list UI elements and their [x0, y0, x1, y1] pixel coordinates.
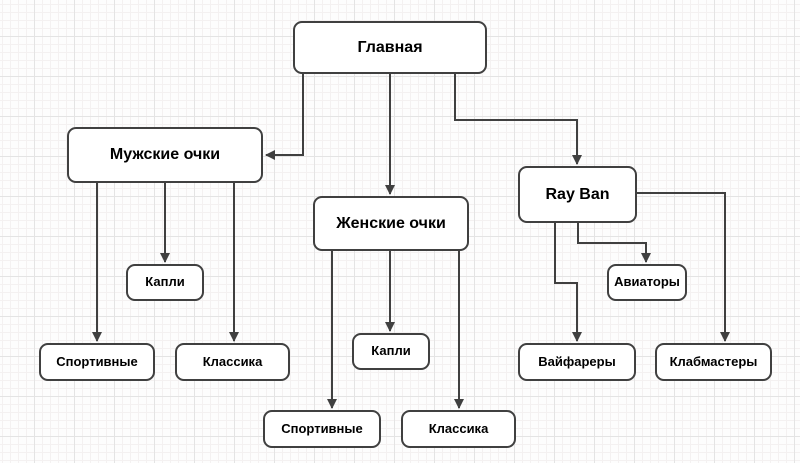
edge-rayban-klabmastery [637, 192, 730, 342]
node-label: Спортивные [281, 420, 363, 436]
node-label: Спортивные [56, 353, 138, 369]
node-sportivnye-muzhskie[interactable]: Спортивные [39, 343, 155, 381]
node-aviatory[interactable]: Авиаторы [607, 264, 687, 301]
node-klassika-muzhskie[interactable]: Классика [175, 343, 290, 381]
node-sportivnye-zhenskie[interactable]: Спортивные [263, 410, 381, 448]
node-label: Вайфареры [538, 353, 616, 369]
edge-rayban-aviatory [577, 223, 651, 263]
node-ray-ban[interactable]: Ray Ban [518, 166, 637, 223]
node-kapli-zhenskie[interactable]: Капли [352, 333, 430, 370]
edge-glavnaya-rayban [454, 74, 582, 165]
node-muzhskie-ochki[interactable]: Мужские очки [67, 127, 263, 183]
node-label: Капли [371, 343, 411, 359]
node-label: Классика [428, 420, 489, 436]
node-label: Женские очки [336, 214, 446, 232]
node-glavnaya[interactable]: Главная [293, 21, 487, 74]
node-label: Классика [202, 353, 263, 369]
node-zhenskie-ochki[interactable]: Женские очки [313, 196, 469, 251]
node-label: Мужские очки [109, 146, 221, 164]
edge-rayban-vayfarery [554, 223, 582, 342]
node-label: Главная [357, 38, 423, 56]
node-klassika-zhenskie[interactable]: Классика [401, 410, 516, 448]
node-klabmastery[interactable]: Клабмастеры [655, 343, 772, 381]
node-label: Клабмастеры [669, 353, 758, 369]
node-kapli-muzhskie[interactable]: Капли [126, 264, 204, 301]
node-label: Авиаторы [614, 274, 680, 290]
node-label: Ray Ban [545, 185, 610, 203]
node-vayfarery[interactable]: Вайфареры [518, 343, 636, 381]
node-label: Капли [145, 274, 185, 290]
edge-glavnaya-muzhskie [265, 74, 304, 160]
